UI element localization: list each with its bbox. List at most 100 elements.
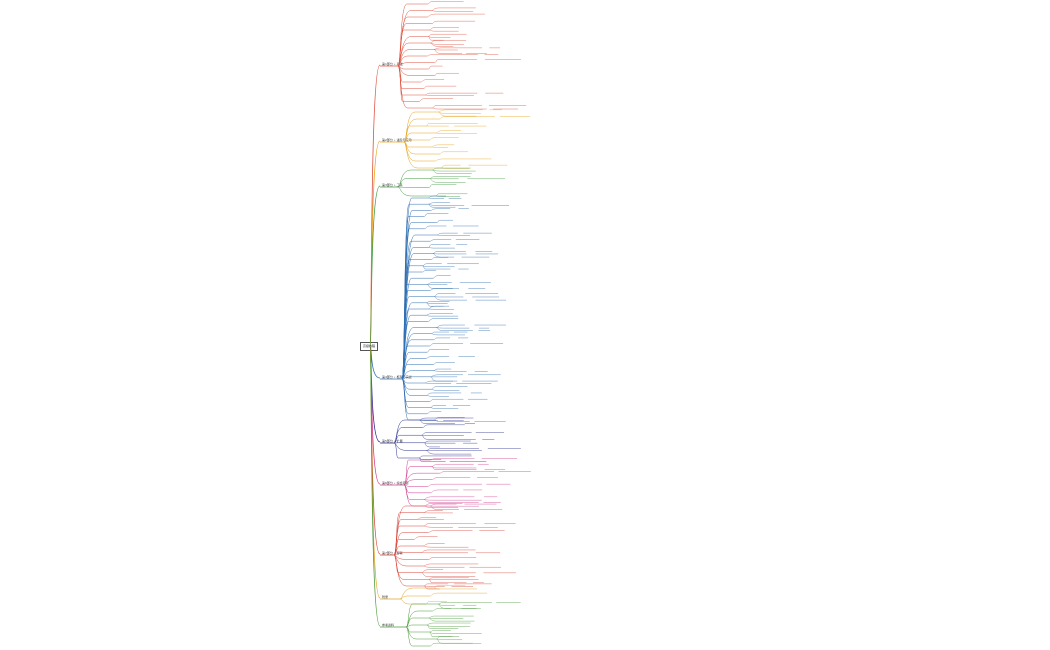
leaf-connector (427, 483, 436, 487)
leaf-connector (414, 536, 423, 540)
leaf-connector (431, 386, 440, 390)
leaf-connector (430, 407, 438, 409)
leaf-connector (426, 313, 435, 316)
sub-connector (393, 554, 407, 587)
leaf-connector (424, 499, 433, 503)
leaf-connector (421, 569, 429, 573)
leaf-connector (428, 244, 432, 248)
leaf-connector (419, 419, 425, 424)
leaf-connector (426, 123, 430, 127)
leaf-connector (425, 92, 431, 96)
leaf-connector (428, 579, 433, 583)
leaf-connector (428, 557, 435, 560)
leaf-connector (430, 489, 439, 494)
leaf-connector (429, 178, 438, 183)
leaf-connector (423, 565, 429, 568)
leaf-connector (426, 624, 431, 629)
leaf-connector (430, 505, 439, 510)
leaf-connector (429, 137, 436, 141)
leaf-connector (426, 622, 434, 626)
leaf-connector (424, 505, 429, 508)
leaf-connector (437, 603, 447, 609)
sub-connector (401, 378, 409, 421)
leaf-connector (431, 20, 439, 24)
sub-connector (397, 186, 412, 197)
leaf-connector (439, 151, 445, 155)
leaf-connector (427, 54, 433, 57)
branch-label: 第3部分 • 工具 (382, 182, 403, 187)
leaf-connector (434, 59, 439, 63)
leaf-connector (425, 94, 429, 96)
branch-label: 第7部分 • 部署 (382, 550, 403, 555)
leaf-connector (431, 333, 440, 336)
branch-label: 第5部分 • 扩展 (382, 438, 403, 443)
leaf-connector (429, 29, 435, 32)
leaf-connector (430, 376, 438, 382)
branch-connector (369, 185, 381, 347)
branch-label: 第4部分 • 框架与实战 (382, 374, 412, 379)
leaf-connector (431, 7, 440, 11)
leaf-connector (422, 270, 426, 273)
leaf-connector (431, 388, 437, 391)
leaf-connector (419, 417, 427, 421)
leaf-connector (424, 225, 431, 230)
leaf-connector (429, 399, 435, 402)
root-node[interactable]: 高级教程 (360, 342, 378, 351)
leaf-connector (426, 392, 433, 396)
leaf-connector (427, 282, 436, 285)
leaf-connector (435, 193, 439, 197)
sub-connector (397, 65, 408, 109)
leaf-connector (430, 642, 437, 647)
leaf-connector (423, 213, 429, 217)
leaf-connector (425, 356, 432, 359)
leaf-connector (423, 545, 432, 548)
leaf-connector (434, 293, 440, 297)
leaf-connector (431, 10, 437, 12)
leaf-connector (429, 288, 435, 291)
sub-connector (399, 595, 408, 600)
sub-connector (405, 603, 413, 628)
leaf-connector (433, 368, 438, 371)
leaf-connector (433, 49, 442, 54)
leaf-connector (427, 13, 437, 18)
leaf-connector (424, 442, 430, 448)
sub-connector (393, 519, 402, 556)
leaf-connector (433, 362, 437, 365)
leaf-connector (439, 471, 448, 474)
leaf-connector (432, 275, 439, 279)
leaf-connector (426, 302, 431, 307)
leaf-connector (432, 477, 439, 480)
leaf-connector (430, 592, 439, 597)
leaf-connector (428, 530, 435, 533)
leaf-connector (429, 239, 438, 242)
leaf-connector (432, 253, 441, 258)
leaf-connector (426, 301, 431, 304)
leaf-connector (428, 615, 435, 619)
leaf-connector (426, 349, 432, 353)
leaf-connector (436, 219, 441, 223)
leaf-connector (422, 424, 429, 428)
leaf-connector (424, 440, 430, 443)
leaf-connector (437, 602, 446, 605)
sub-connector (403, 141, 418, 169)
leaf-connector (432, 169, 439, 174)
leaf-connector (431, 331, 435, 334)
sub-connector (405, 626, 413, 647)
leaf-connector (431, 464, 441, 467)
sub-connector (399, 587, 414, 600)
leaf-connector (428, 247, 435, 249)
sub-connector (397, 3, 408, 67)
leaf-connector (429, 27, 436, 31)
leaf-connector (430, 374, 440, 378)
leaf-connector (430, 458, 436, 461)
leaf-connector (424, 496, 432, 500)
leaf-connector (432, 167, 438, 171)
leaf-connector (423, 563, 432, 567)
leaf-connector (433, 47, 443, 50)
leaf-connector (435, 130, 444, 134)
leaf-connector (429, 176, 436, 179)
leaf-connector (420, 79, 429, 83)
leaf-connector (436, 327, 444, 331)
branch-connector (369, 345, 381, 627)
leaf-connector (430, 257, 437, 260)
